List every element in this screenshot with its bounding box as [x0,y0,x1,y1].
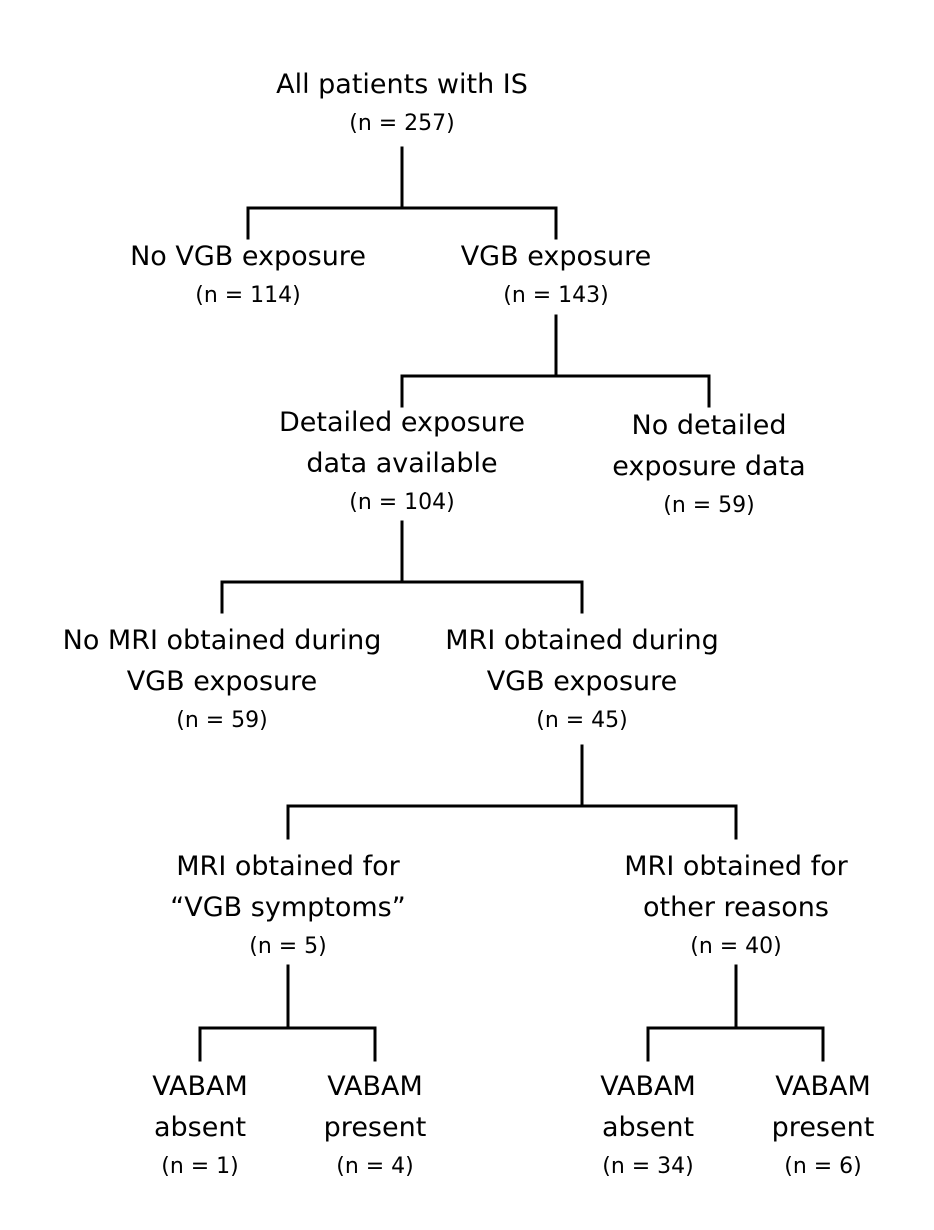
node-label: VABAM [775,1071,871,1102]
node-mri-vgb-symptoms: MRI obtained for “VGB symptoms” (n = 5) [138,846,438,966]
node-count: (n = 104) [349,490,455,515]
node-other-vabam-present: VABAM present (n = 6) [743,1066,903,1186]
node-vgb-exposure: VGB exposure (n = 143) [426,236,686,315]
node-symptoms-vabam-absent: VABAM absent (n = 1) [120,1066,280,1186]
node-count: (n = 6) [784,1154,862,1179]
node-count: (n = 5) [249,934,327,959]
node-no-vgb-exposure: No VGB exposure (n = 114) [98,236,398,315]
node-label: No detailed [631,410,787,441]
node-count: (n = 143) [503,283,609,308]
node-symptoms-vabam-present: VABAM present (n = 4) [295,1066,455,1186]
node-count: (n = 45) [536,708,628,733]
node-mri-other-reasons: MRI obtained for other reasons (n = 40) [586,846,886,966]
node-other-vabam-absent: VABAM absent (n = 34) [568,1066,728,1186]
node-label: No VGB exposure [130,241,366,272]
node-label: data available [306,448,498,479]
node-count: (n = 59) [176,708,268,733]
node-label: VABAM [327,1071,423,1102]
node-label: present [323,1112,427,1143]
node-label: VGB exposure [126,666,318,697]
node-label: exposure data [612,451,806,482]
node-count: (n = 34) [602,1154,694,1179]
node-detailed-exposure: Detailed exposure data available (n = 10… [252,402,552,522]
node-count: (n = 40) [690,934,782,959]
node-count: (n = 4) [336,1154,414,1179]
node-no-detailed-exposure: No detailed exposure data (n = 59) [579,405,839,525]
node-all-patients: All patients with IS (n = 257) [202,64,602,143]
node-label: other reasons [643,892,829,923]
node-label: VABAM [600,1071,696,1102]
node-label: VGB exposure [486,666,678,697]
node-count: (n = 1) [161,1154,239,1179]
node-label: absent [601,1112,695,1143]
node-label: MRI obtained for [624,851,848,882]
node-label: VABAM [152,1071,248,1102]
node-label: No MRI obtained during [62,625,382,656]
node-count: (n = 114) [195,283,301,308]
node-label: “VGB symptoms” [170,892,406,923]
node-label: Detailed exposure [279,407,525,438]
node-label: absent [153,1112,247,1143]
node-label: present [771,1112,875,1143]
node-label: VGB exposure [460,241,652,272]
node-label: MRI obtained during [445,625,719,656]
node-count: (n = 257) [349,111,455,136]
node-label: All patients with IS [276,69,528,100]
node-label: MRI obtained for [176,851,400,882]
node-no-mri: No MRI obtained during VGB exposure (n =… [47,620,397,740]
node-count: (n = 59) [663,493,755,518]
node-mri-obtained: MRI obtained during VGB exposure (n = 45… [432,620,732,740]
